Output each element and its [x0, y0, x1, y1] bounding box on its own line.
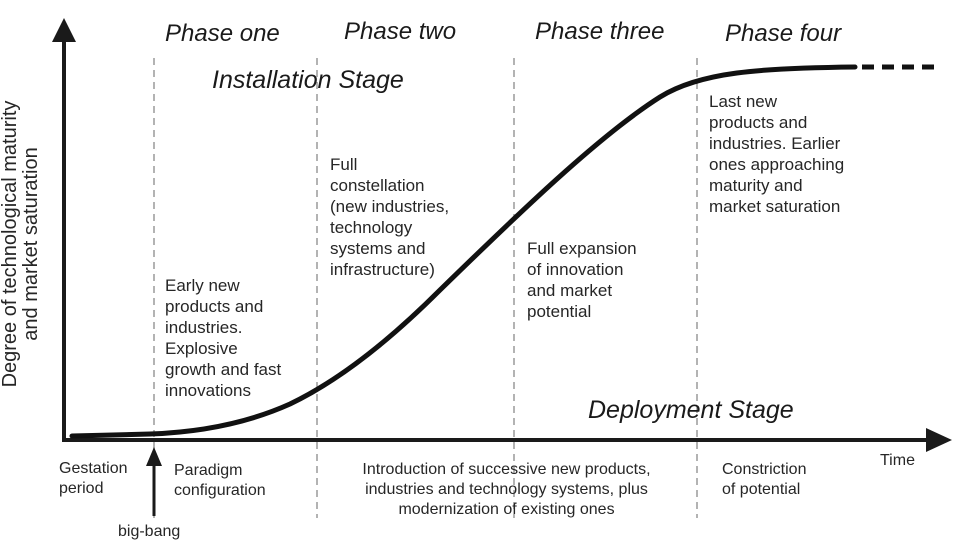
- phase-two-note: Full constellation (new industries, tech…: [330, 155, 450, 279]
- s-curve: [69, 64, 858, 439]
- y-axis-label: Degree of technological maturity and mar…: [0, 100, 42, 388]
- phase-one-note: Early new products and industries. Explo…: [165, 276, 282, 400]
- phase-three-note: Full expansion of innovation and market …: [527, 239, 637, 321]
- phase-four-note: Last new products and industries. Earlie…: [709, 92, 845, 216]
- phase-one-label: Phase one: [165, 20, 280, 47]
- deployment-stage-label: Deployment Stage: [588, 396, 794, 424]
- introduction-label: Introduction of successive new products,…: [362, 461, 651, 518]
- phase-two-label: Phase two: [344, 18, 457, 45]
- big-bang-arrowhead: [146, 447, 162, 466]
- x-axis-label: Time: [880, 452, 915, 469]
- gestation-period-label: Gestation period: [59, 460, 128, 497]
- constriction-of-potential-label: Constriction of potential: [722, 461, 807, 498]
- phase-three-label: Phase three: [535, 18, 665, 45]
- installation-stage-label: Installation Stage: [212, 66, 404, 94]
- paradigm-configuration-label: Paradigm configuration: [174, 462, 266, 499]
- x-axis-arrowhead: [926, 428, 952, 452]
- big-bang-label: big-bang: [118, 523, 181, 540]
- phase-four-label: Phase four: [725, 20, 842, 47]
- y-axis-arrowhead: [52, 18, 76, 42]
